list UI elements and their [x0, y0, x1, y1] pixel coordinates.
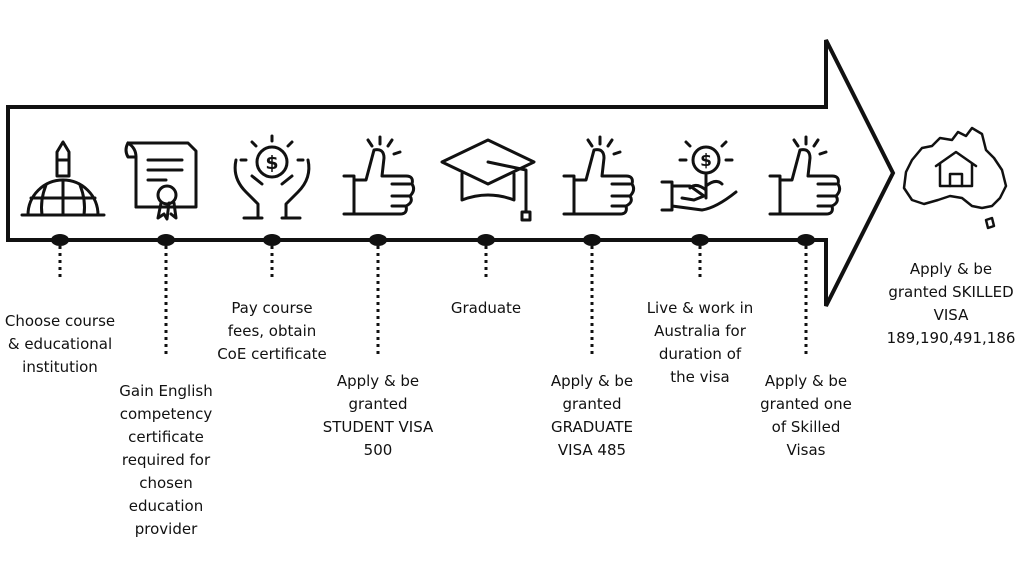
- thumbs-up-icon: [342, 135, 416, 216]
- svg-text:$: $: [265, 152, 278, 174]
- step-label: Gain English competency certificate requ…: [119, 382, 213, 538]
- step-label: Graduate: [450, 299, 522, 317]
- money-hands-icon: $: [233, 134, 311, 220]
- step-marker: [691, 234, 709, 246]
- step-label: Apply & be granted one of Skilled Visas: [760, 372, 852, 459]
- money-plant-hand-icon: $: [660, 140, 738, 212]
- australia-home-icon: [902, 126, 1008, 230]
- step-marker: [369, 234, 387, 246]
- step-marker: [583, 234, 601, 246]
- university-dome-icon: [20, 140, 106, 217]
- certificate-icon: [124, 141, 198, 221]
- final-step-label: Apply & be granted SKILLED VISA 189,190,…: [886, 260, 1016, 347]
- step-label: Pay course fees, obtain CoE certificate: [217, 299, 327, 363]
- step-label: Apply & be granted STUDENT VISA 500: [322, 372, 434, 459]
- step-marker: [477, 234, 495, 246]
- thumbs-up-icon: [562, 135, 636, 216]
- timeline-arrow: [6, 39, 896, 307]
- step-label: Live & work in Australia for duration of…: [646, 299, 754, 386]
- step-marker: [51, 234, 69, 246]
- step-marker: [157, 234, 175, 246]
- thumbs-up-icon: [768, 135, 842, 216]
- step-marker: [797, 234, 815, 246]
- svg-text:$: $: [700, 151, 712, 171]
- graduation-cap-icon: [440, 138, 536, 222]
- step-label: Choose course & educational institution: [4, 312, 116, 376]
- step-marker: [263, 234, 281, 246]
- step-label: Apply & be granted GRADUATE VISA 485: [550, 372, 634, 459]
